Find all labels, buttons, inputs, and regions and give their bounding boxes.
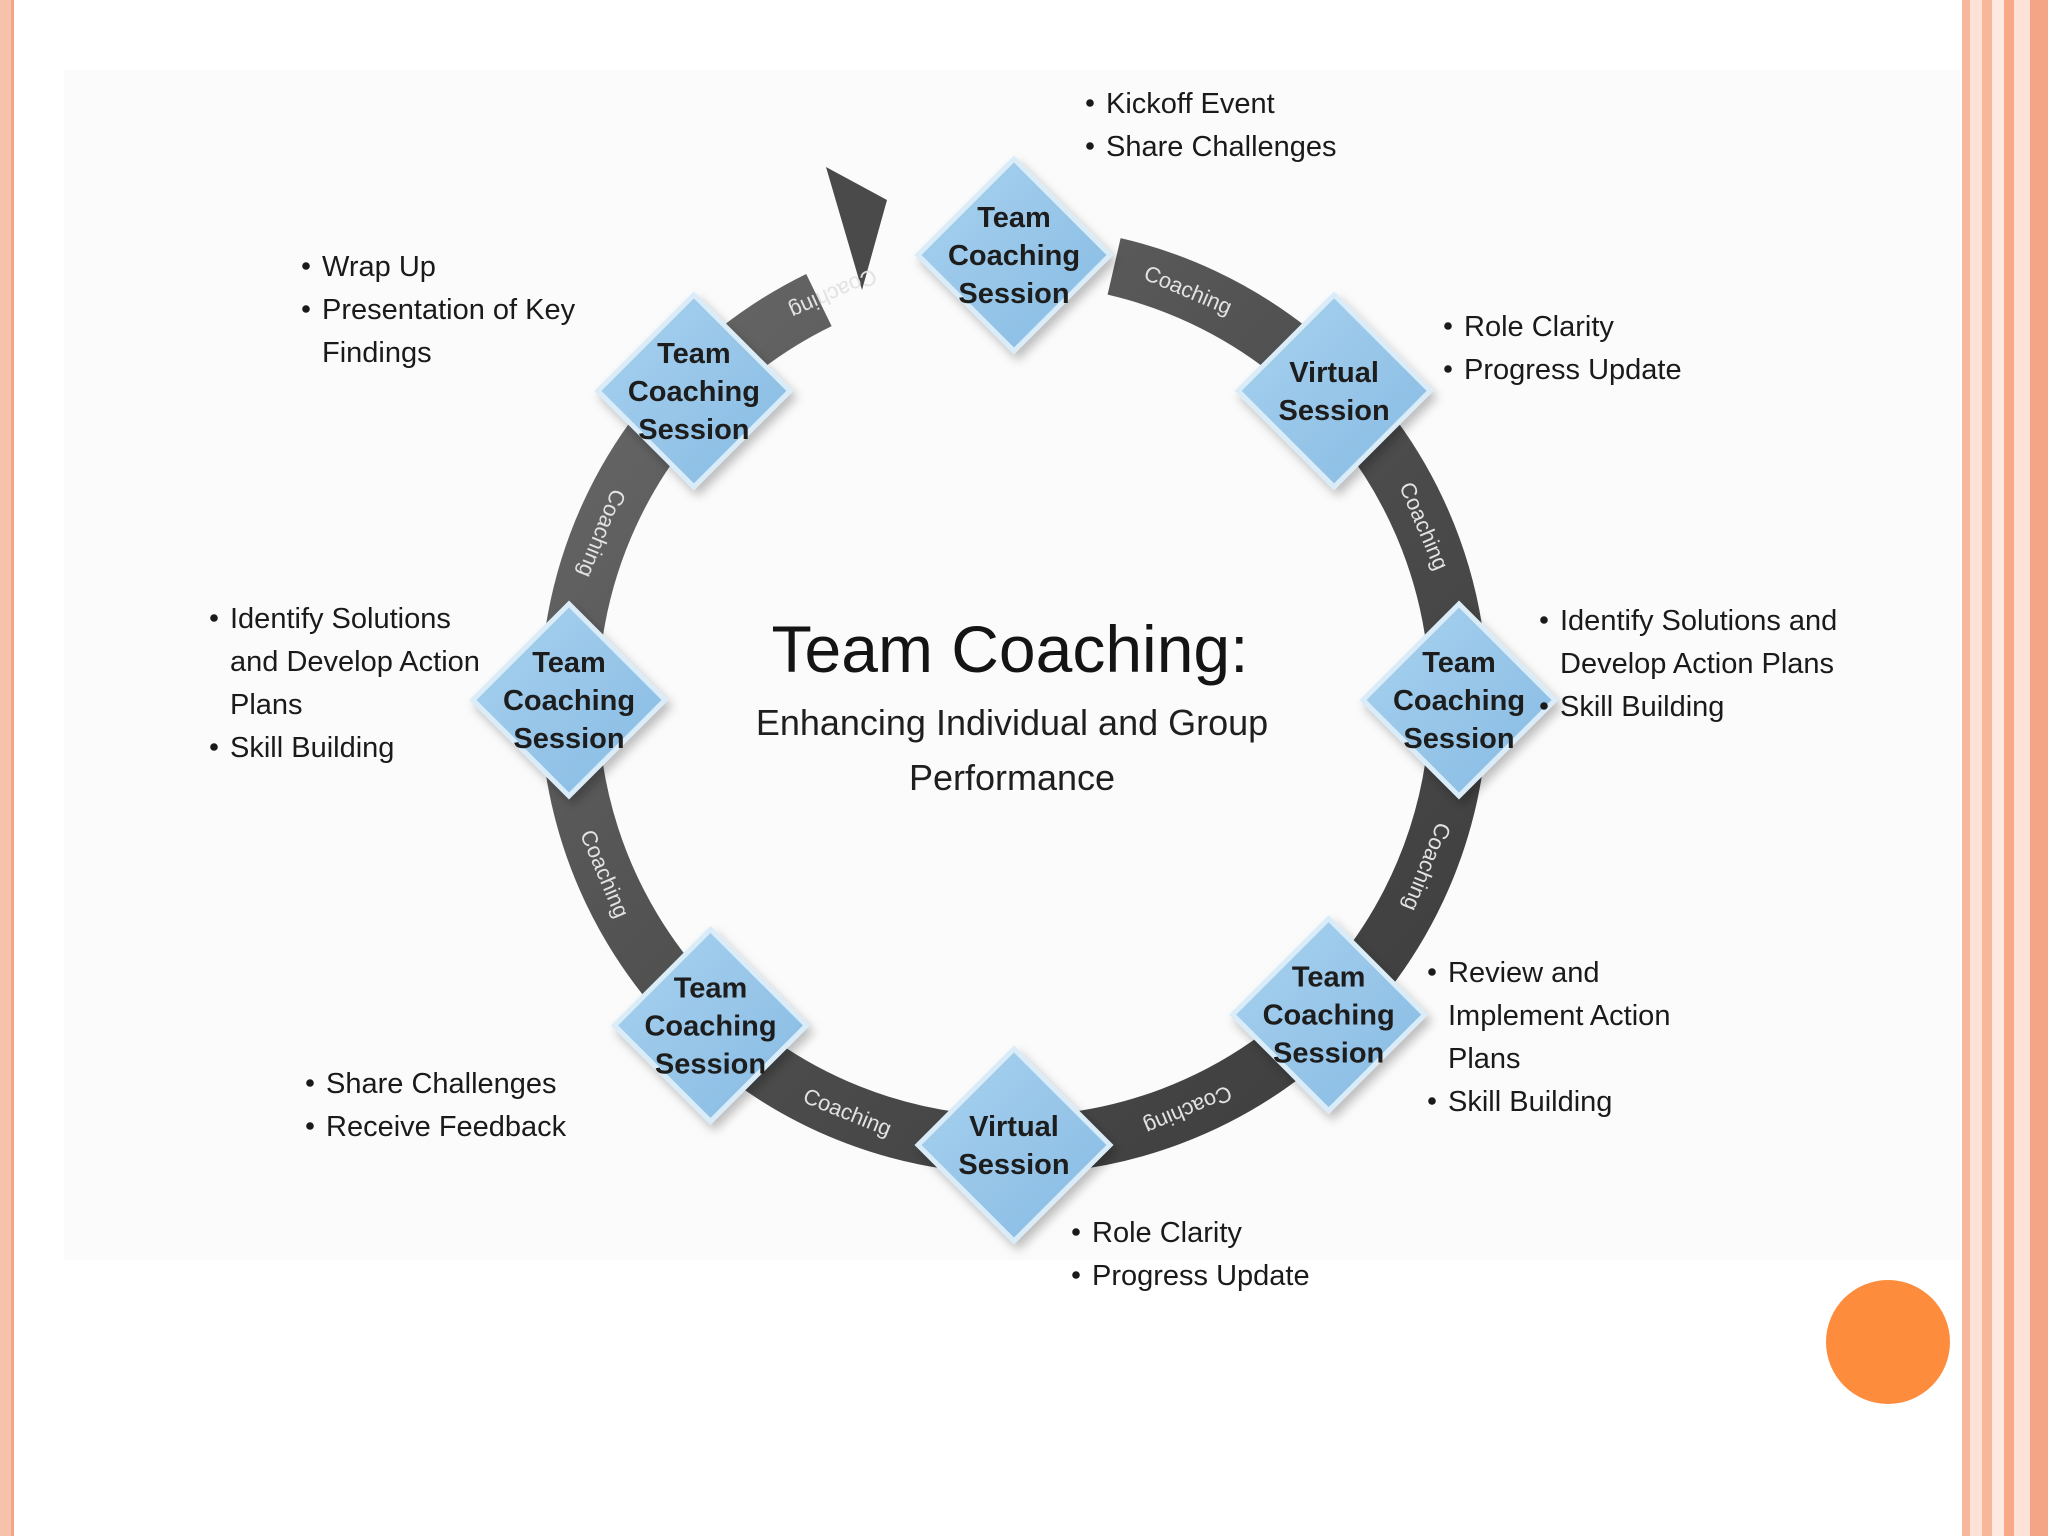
slide-left-border — [0, 0, 14, 1536]
bullet-dot — [1428, 968, 1436, 976]
session-node-label: Team — [977, 202, 1051, 234]
bullet-dot — [1444, 322, 1452, 330]
bullet-text: Plans — [1448, 1043, 1521, 1075]
session-diamond — [610, 925, 811, 1125]
session-node-label: Session — [958, 1149, 1069, 1181]
bullet-text: Wrap Up — [322, 251, 436, 283]
session-diamond — [594, 291, 794, 491]
bullet-dot — [306, 1122, 314, 1130]
bullet-text: Share Challenges — [1106, 131, 1337, 163]
session-nodes: TeamCoachingSessionVirtualSessionTeamCoa… — [469, 155, 1559, 1245]
bullet-text: Share Challenges — [326, 1068, 557, 1100]
bullet-dot — [302, 262, 310, 270]
session-node-label: Coaching — [1263, 1000, 1395, 1032]
session-node-label: Session — [1273, 1038, 1384, 1070]
session-diamond — [469, 600, 669, 800]
session-node-label: Session — [638, 414, 749, 446]
session-node-label: Session — [1403, 723, 1514, 755]
bullet-text: Presentation of Key — [322, 294, 576, 326]
bullet-dot — [302, 305, 310, 313]
session-node-label: Coaching — [644, 1010, 776, 1042]
bullet-dot — [210, 614, 218, 622]
session-node-label: Team — [1292, 962, 1366, 994]
session-diamond — [1229, 915, 1429, 1115]
bullet-text: Skill Building — [1560, 691, 1724, 723]
session-node-label: Team — [532, 647, 606, 679]
bullet-text: Progress Update — [1464, 354, 1682, 386]
orange-accent-dot — [1826, 1280, 1950, 1404]
bullet-dot — [1072, 1228, 1080, 1236]
bullet-text: Role Clarity — [1464, 311, 1614, 343]
session-node-label: Coaching — [503, 685, 635, 717]
bullet-text: Skill Building — [230, 732, 394, 764]
bullet-dot — [306, 1079, 314, 1087]
bullet-text: Role Clarity — [1092, 1217, 1242, 1249]
cycle-arrowhead — [826, 167, 887, 290]
session-diamond — [914, 1045, 1114, 1245]
bullet-text: Plans — [230, 689, 303, 721]
session-diamond — [914, 155, 1114, 355]
center-text: Team Coaching: Enhancing Individual and … — [756, 612, 1268, 798]
session-node-label: Session — [958, 278, 1069, 310]
session-diamond — [1234, 291, 1434, 491]
bullet-dot — [1428, 1097, 1436, 1105]
session-node-label: Session — [513, 723, 624, 755]
session-node-label: Session — [655, 1048, 766, 1080]
bullet-text: Identify Solutions — [230, 603, 451, 635]
bullet-dot — [210, 743, 218, 751]
bullet-text: Develop Action Plans — [1560, 648, 1834, 680]
bullet-dot — [1540, 616, 1548, 624]
bullet-dot — [1444, 365, 1452, 373]
bullet-text: Identify Solutions and — [1560, 605, 1837, 637]
session-diamond — [1359, 600, 1559, 800]
bullet-text: Skill Building — [1448, 1086, 1612, 1118]
center-subtitle-line-1: Enhancing Individual and Group — [756, 702, 1268, 743]
bullet-text: Kickoff Event — [1106, 88, 1275, 120]
arrowhead — [826, 167, 887, 290]
session-node-label: Virtual — [1289, 357, 1379, 389]
session-node-label: Coaching — [1393, 685, 1525, 717]
bullet-dot — [1540, 702, 1548, 710]
bullet-text: Progress Update — [1092, 1260, 1310, 1292]
center-title: Team Coaching: — [772, 612, 1249, 686]
session-node-label: Team — [674, 972, 748, 1004]
bullet-text: and Develop Action — [230, 646, 480, 678]
session-node-label: Team — [657, 338, 731, 370]
bullet-dot — [1086, 142, 1094, 150]
bullet-dot — [1086, 99, 1094, 107]
bullet-text: Implement Action — [1448, 1000, 1670, 1032]
session-node-label: Team — [1422, 647, 1496, 679]
session-bullets-7: Identify Solutions and Develop ActionPlan… — [210, 603, 480, 764]
session-node-label: Virtual — [969, 1111, 1059, 1143]
bullet-text: Receive Feedback — [326, 1111, 567, 1143]
center-subtitle-line-2: Performance — [909, 757, 1115, 798]
bullet-text: Findings — [322, 337, 432, 369]
session-node-label: Session — [1278, 395, 1389, 427]
bullet-text: Review and — [1448, 957, 1600, 989]
session-node-label: Coaching — [628, 376, 760, 408]
slide-right-frame — [1958, 0, 2048, 1536]
session-node-label: Coaching — [948, 240, 1080, 272]
bullet-dot — [1072, 1271, 1080, 1279]
